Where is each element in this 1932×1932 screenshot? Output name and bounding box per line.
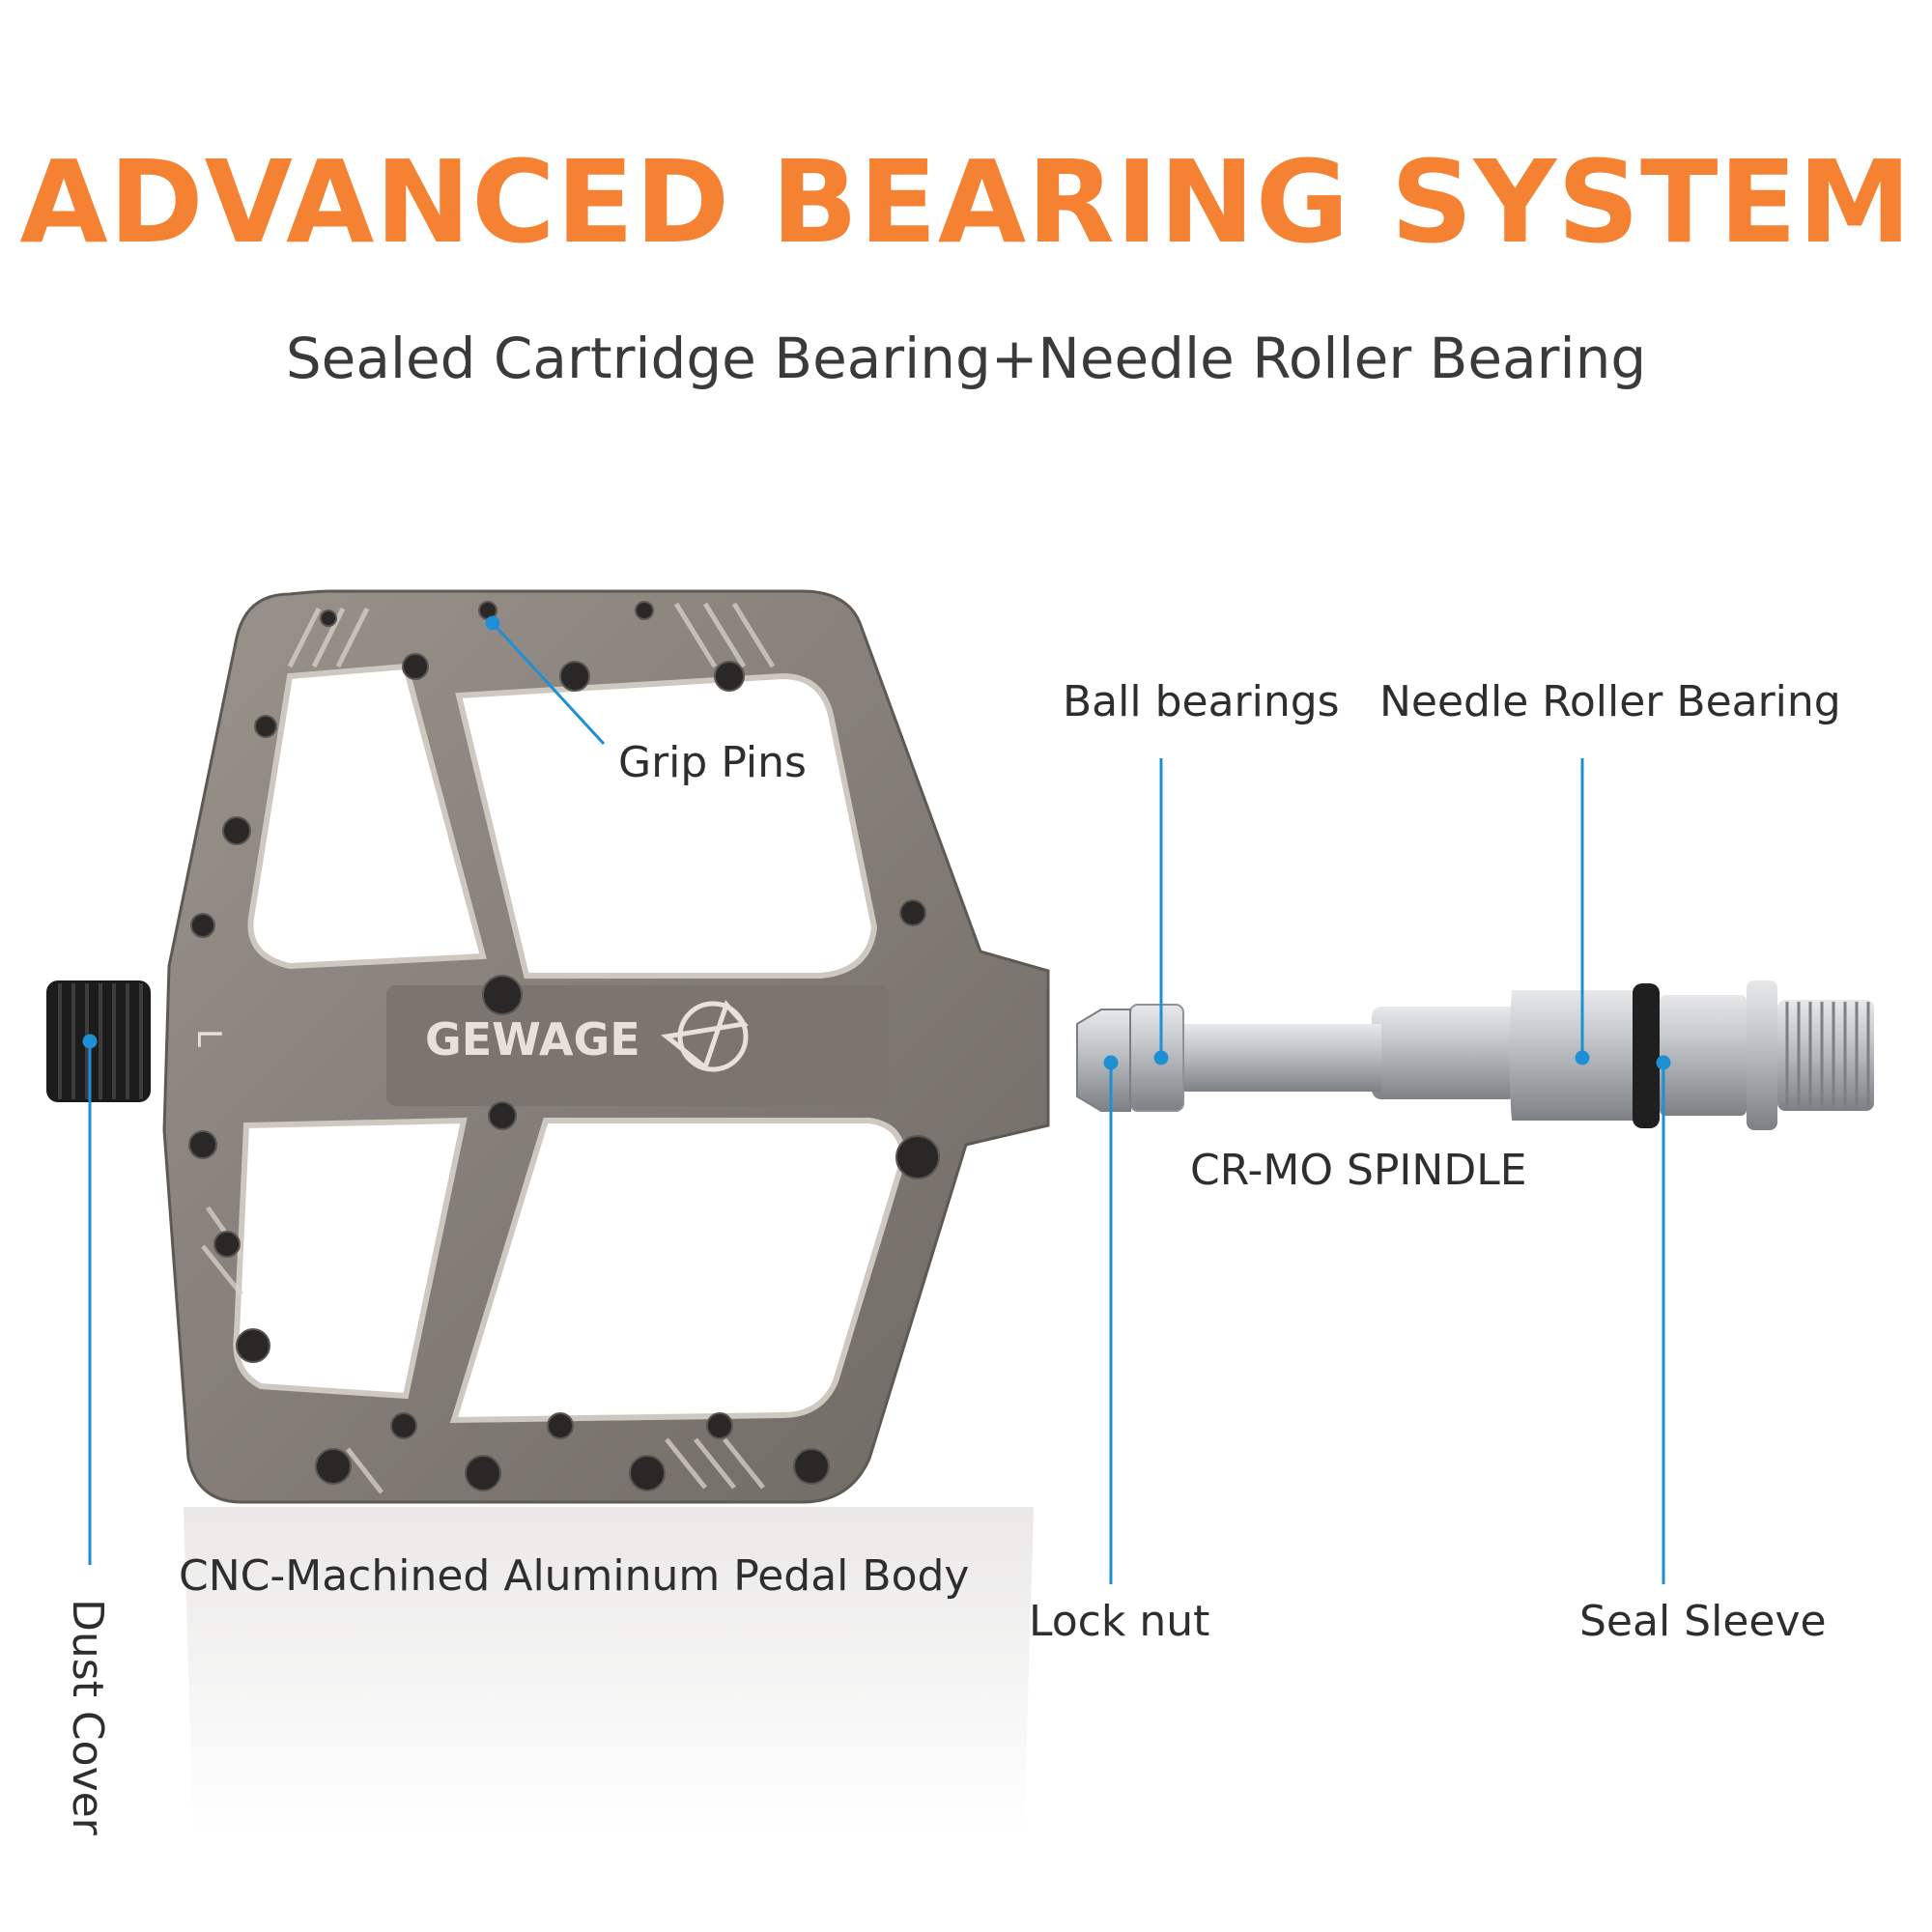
label-dust-cover: Dust Cover — [63, 1599, 112, 1835]
pedal-body: GEWAGE L — [162, 589, 1050, 1504]
label-pedal-body: CNC-Machined Aluminum Pedal Body — [179, 1551, 970, 1601]
label-spindle: CR-MO SPINDLE — [1190, 1146, 1527, 1195]
pedal-brand-text: GEWAGE — [425, 1013, 640, 1065]
label-lock-nut: Lock nut — [1029, 1597, 1210, 1646]
dust-cover — [46, 980, 151, 1102]
callout-lines — [82, 615, 1671, 1584]
pedal-window-bottom-left — [233, 1117, 468, 1400]
spindle-assembly — [1076, 980, 1874, 1130]
page-subtitle: Sealed Cartridge Bearing+Needle Roller B… — [285, 326, 1647, 391]
brand-logo-icon — [661, 1000, 749, 1072]
pedal-window-bottom-right — [449, 1118, 907, 1424]
pedal-window-top-left — [247, 663, 487, 970]
label-ball-bearings: Ball bearings — [1063, 677, 1340, 726]
pedal-window-top-right — [455, 672, 878, 979]
label-grip-pins: Grip Pins — [618, 738, 807, 787]
label-needle-roller-bearing: Needle Roller Bearing — [1379, 677, 1841, 726]
pedal-reflection — [184, 1507, 1034, 1835]
lock-nut-part — [1076, 1009, 1131, 1112]
side-mark: L — [189, 1029, 228, 1047]
label-seal-sleeve: Seal Sleeve — [1579, 1597, 1827, 1646]
page-title: ADVANCED BEARING SYSTEM — [19, 135, 1913, 269]
